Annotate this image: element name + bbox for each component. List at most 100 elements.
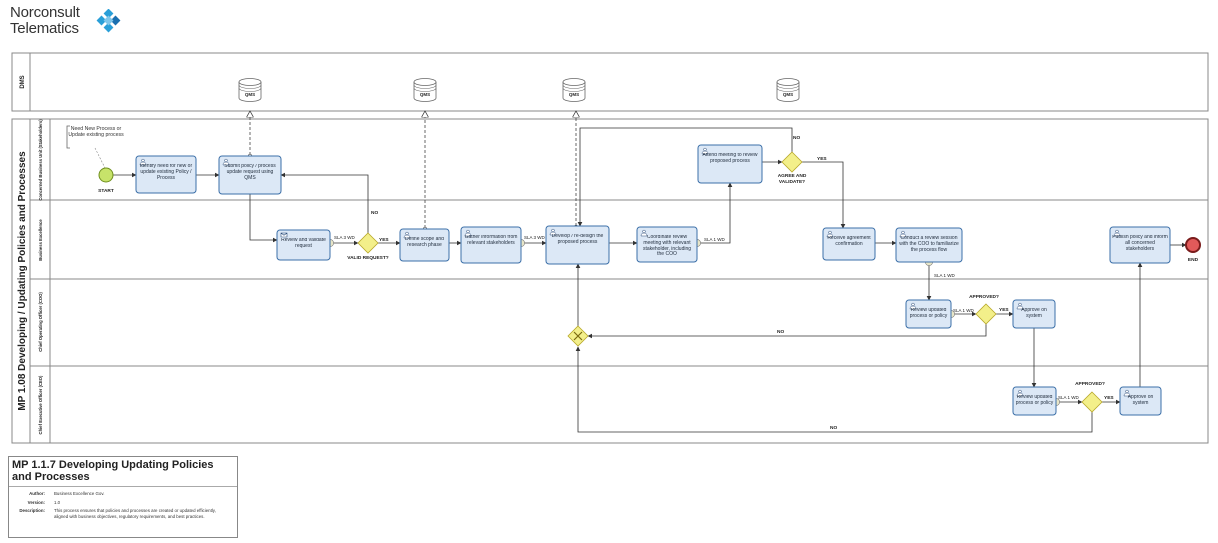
task-label: Submit policy / process update request u…	[224, 164, 276, 181]
task-label: Receive agreement confirmation	[827, 236, 871, 247]
user-icon	[139, 158, 147, 166]
task-label: Develop / re-design the proposed process	[551, 234, 604, 245]
no-label: NO	[793, 135, 800, 141]
task-11[interactable]: Review updated process or policy	[905, 299, 952, 329]
task-label: Approve on system	[1021, 308, 1047, 319]
task-5[interactable]: Develop / re-design the proposed process	[545, 225, 610, 265]
task-7[interactable]: Attend meeting to review proposed proces…	[697, 144, 763, 184]
info-title: MP 1.1.7 Developing Updating Policies an…	[9, 457, 237, 487]
company-logo: Norconsult Telematics	[10, 5, 130, 41]
author-key: Author:	[29, 491, 45, 496]
datastore-label: QMS	[783, 92, 793, 97]
datastore-label: QMS	[420, 92, 430, 97]
task-9[interactable]: Conduct a review session with the COO to…	[895, 227, 963, 263]
version-value: 1.0	[54, 500, 61, 505]
task-2[interactable]: Review and validate request	[276, 229, 331, 261]
info-box: MP 1.1.7 Developing Updating Policies an…	[8, 456, 238, 538]
user-icon	[403, 231, 411, 239]
sequence-flows	[113, 127, 1187, 433]
task-label: Identify need for new or update existing…	[139, 164, 193, 181]
datastore-qms: QMS	[776, 78, 800, 102]
datastore-qms: QMS	[238, 78, 262, 102]
no-label: NO	[830, 425, 837, 431]
task-13[interactable]: Review updated process or policy	[1012, 386, 1057, 416]
task-8[interactable]: Receive agreement confirmation	[822, 227, 876, 261]
pool-label-main: MP 1.08 Developing / Updating Policies a…	[17, 151, 28, 411]
task-10[interactable]: Publish policy and inform all concerned …	[1109, 226, 1171, 264]
task-6[interactable]: Coordinate review meeting with relevant …	[636, 226, 698, 263]
envelope-icon	[280, 232, 288, 238]
sla-label: SLA 1 WD	[934, 273, 956, 278]
task-label: Gather information from relevant stakeho…	[464, 235, 518, 246]
tasks: Identify need for new or update existing…	[135, 144, 1171, 416]
user-icon	[909, 302, 917, 310]
task-label: Review updated process or policy	[909, 308, 948, 319]
task-label: Conduct a review session with the COO to…	[899, 236, 959, 253]
description-key: Description:	[19, 508, 45, 513]
start-event[interactable]: START	[98, 167, 114, 194]
sla-label: SLA 1 WD	[704, 237, 726, 242]
exclusive-x-icon	[573, 331, 583, 341]
no-label: NO	[777, 329, 784, 335]
yes-label: YES	[379, 237, 389, 243]
sla-label: SLA 3 WD	[524, 235, 546, 240]
task-1[interactable]: Submit policy / process update request u…	[218, 155, 282, 195]
task-3[interactable]: Define scope and research phase	[399, 228, 450, 262]
sla-label: SLA 1 WD	[953, 308, 975, 313]
annotation-text: Need New Process or Update existing proc…	[68, 126, 124, 139]
datastore-label: QMS	[569, 92, 579, 97]
task-label: Approve on system	[1127, 395, 1154, 406]
user-icon	[899, 230, 907, 238]
annotation: Need New Process or Update existing proc…	[66, 125, 124, 169]
lane-label-coo: Chief Operating Officer (COO)	[38, 292, 43, 352]
user-icon	[701, 147, 709, 155]
sla-labels: SLA 3 WD SLA 3 WD SLA 1 WD SLA 1 WD SLA …	[334, 235, 1080, 400]
user-icon	[1016, 302, 1024, 310]
description-value: This process ensures that policies and p…	[54, 508, 216, 519]
user-icon	[549, 228, 557, 236]
task-label: Attend meeting to review proposed proces…	[702, 153, 758, 164]
diamond-cluster-icon	[96, 9, 121, 33]
task-4[interactable]: Gather information from relevant stakeho…	[460, 226, 522, 264]
pool-label-dms: DMS	[20, 75, 26, 88]
version-key: Version:	[27, 500, 45, 505]
author-value: Business Excellence Gov.	[54, 491, 105, 496]
yes-label: YES	[1104, 395, 1114, 401]
task-label: Review updated process or policy	[1015, 395, 1054, 406]
user-icon	[826, 230, 834, 238]
task-0[interactable]: Identify need for new or update existing…	[135, 155, 197, 194]
user-icon	[464, 229, 472, 237]
gateway-merge[interactable]	[567, 325, 589, 347]
gateway-agree-validate[interactable]: AGREE AND VALIDATE?	[768, 151, 816, 190]
task-14[interactable]: Approve on system	[1119, 386, 1162, 416]
no-label: NO	[371, 210, 378, 216]
user-icon	[222, 158, 230, 166]
lane-label-business-excellence: Business Excellence	[38, 219, 43, 261]
pool-dms: DMS	[11, 52, 1209, 112]
lane-label-ceo: Chief Executive Officer (CEO)	[38, 375, 43, 434]
yes-label: YES	[999, 307, 1009, 313]
task-12[interactable]: Approve on system	[1012, 299, 1056, 329]
gateway-label: AGREE AND VALIDATE?	[777, 174, 807, 185]
yes-label: YES	[817, 156, 827, 162]
user-icon	[1016, 389, 1024, 397]
task-label: Publish policy and inform all concerned …	[1112, 235, 1168, 252]
task-label: Define scope and research phase	[405, 237, 444, 248]
gateway-coo-approved[interactable]: APPROVED?	[969, 294, 999, 325]
user-icon	[1123, 389, 1131, 397]
user-icon	[640, 229, 648, 237]
datastore-label: QMS	[245, 92, 255, 97]
gateway-ceo-approved[interactable]: APPROVED?	[1075, 381, 1105, 413]
start-label: START	[98, 188, 114, 194]
sla-label: SLA 1 WD	[1058, 395, 1080, 400]
pool-main: MP 1.08 Developing / Updating Policies a…	[11, 118, 1209, 444]
task-label: Coordinate review meeting with relevant …	[642, 235, 692, 258]
flow-labels: YES NO NO YES YES NO YES NO	[371, 135, 1114, 431]
gateway-valid-request[interactable]: VALID REQUEST?	[346, 232, 390, 272]
end-event[interactable]: END	[1185, 237, 1201, 263]
gateway-label: APPROVED?	[969, 294, 999, 300]
lane-label-business-unit: Concerned Business Unit (Stakeholders)	[38, 119, 43, 201]
gateway-label: APPROVED?	[1075, 381, 1105, 387]
logo-text: Norconsult Telematics	[10, 4, 80, 37]
